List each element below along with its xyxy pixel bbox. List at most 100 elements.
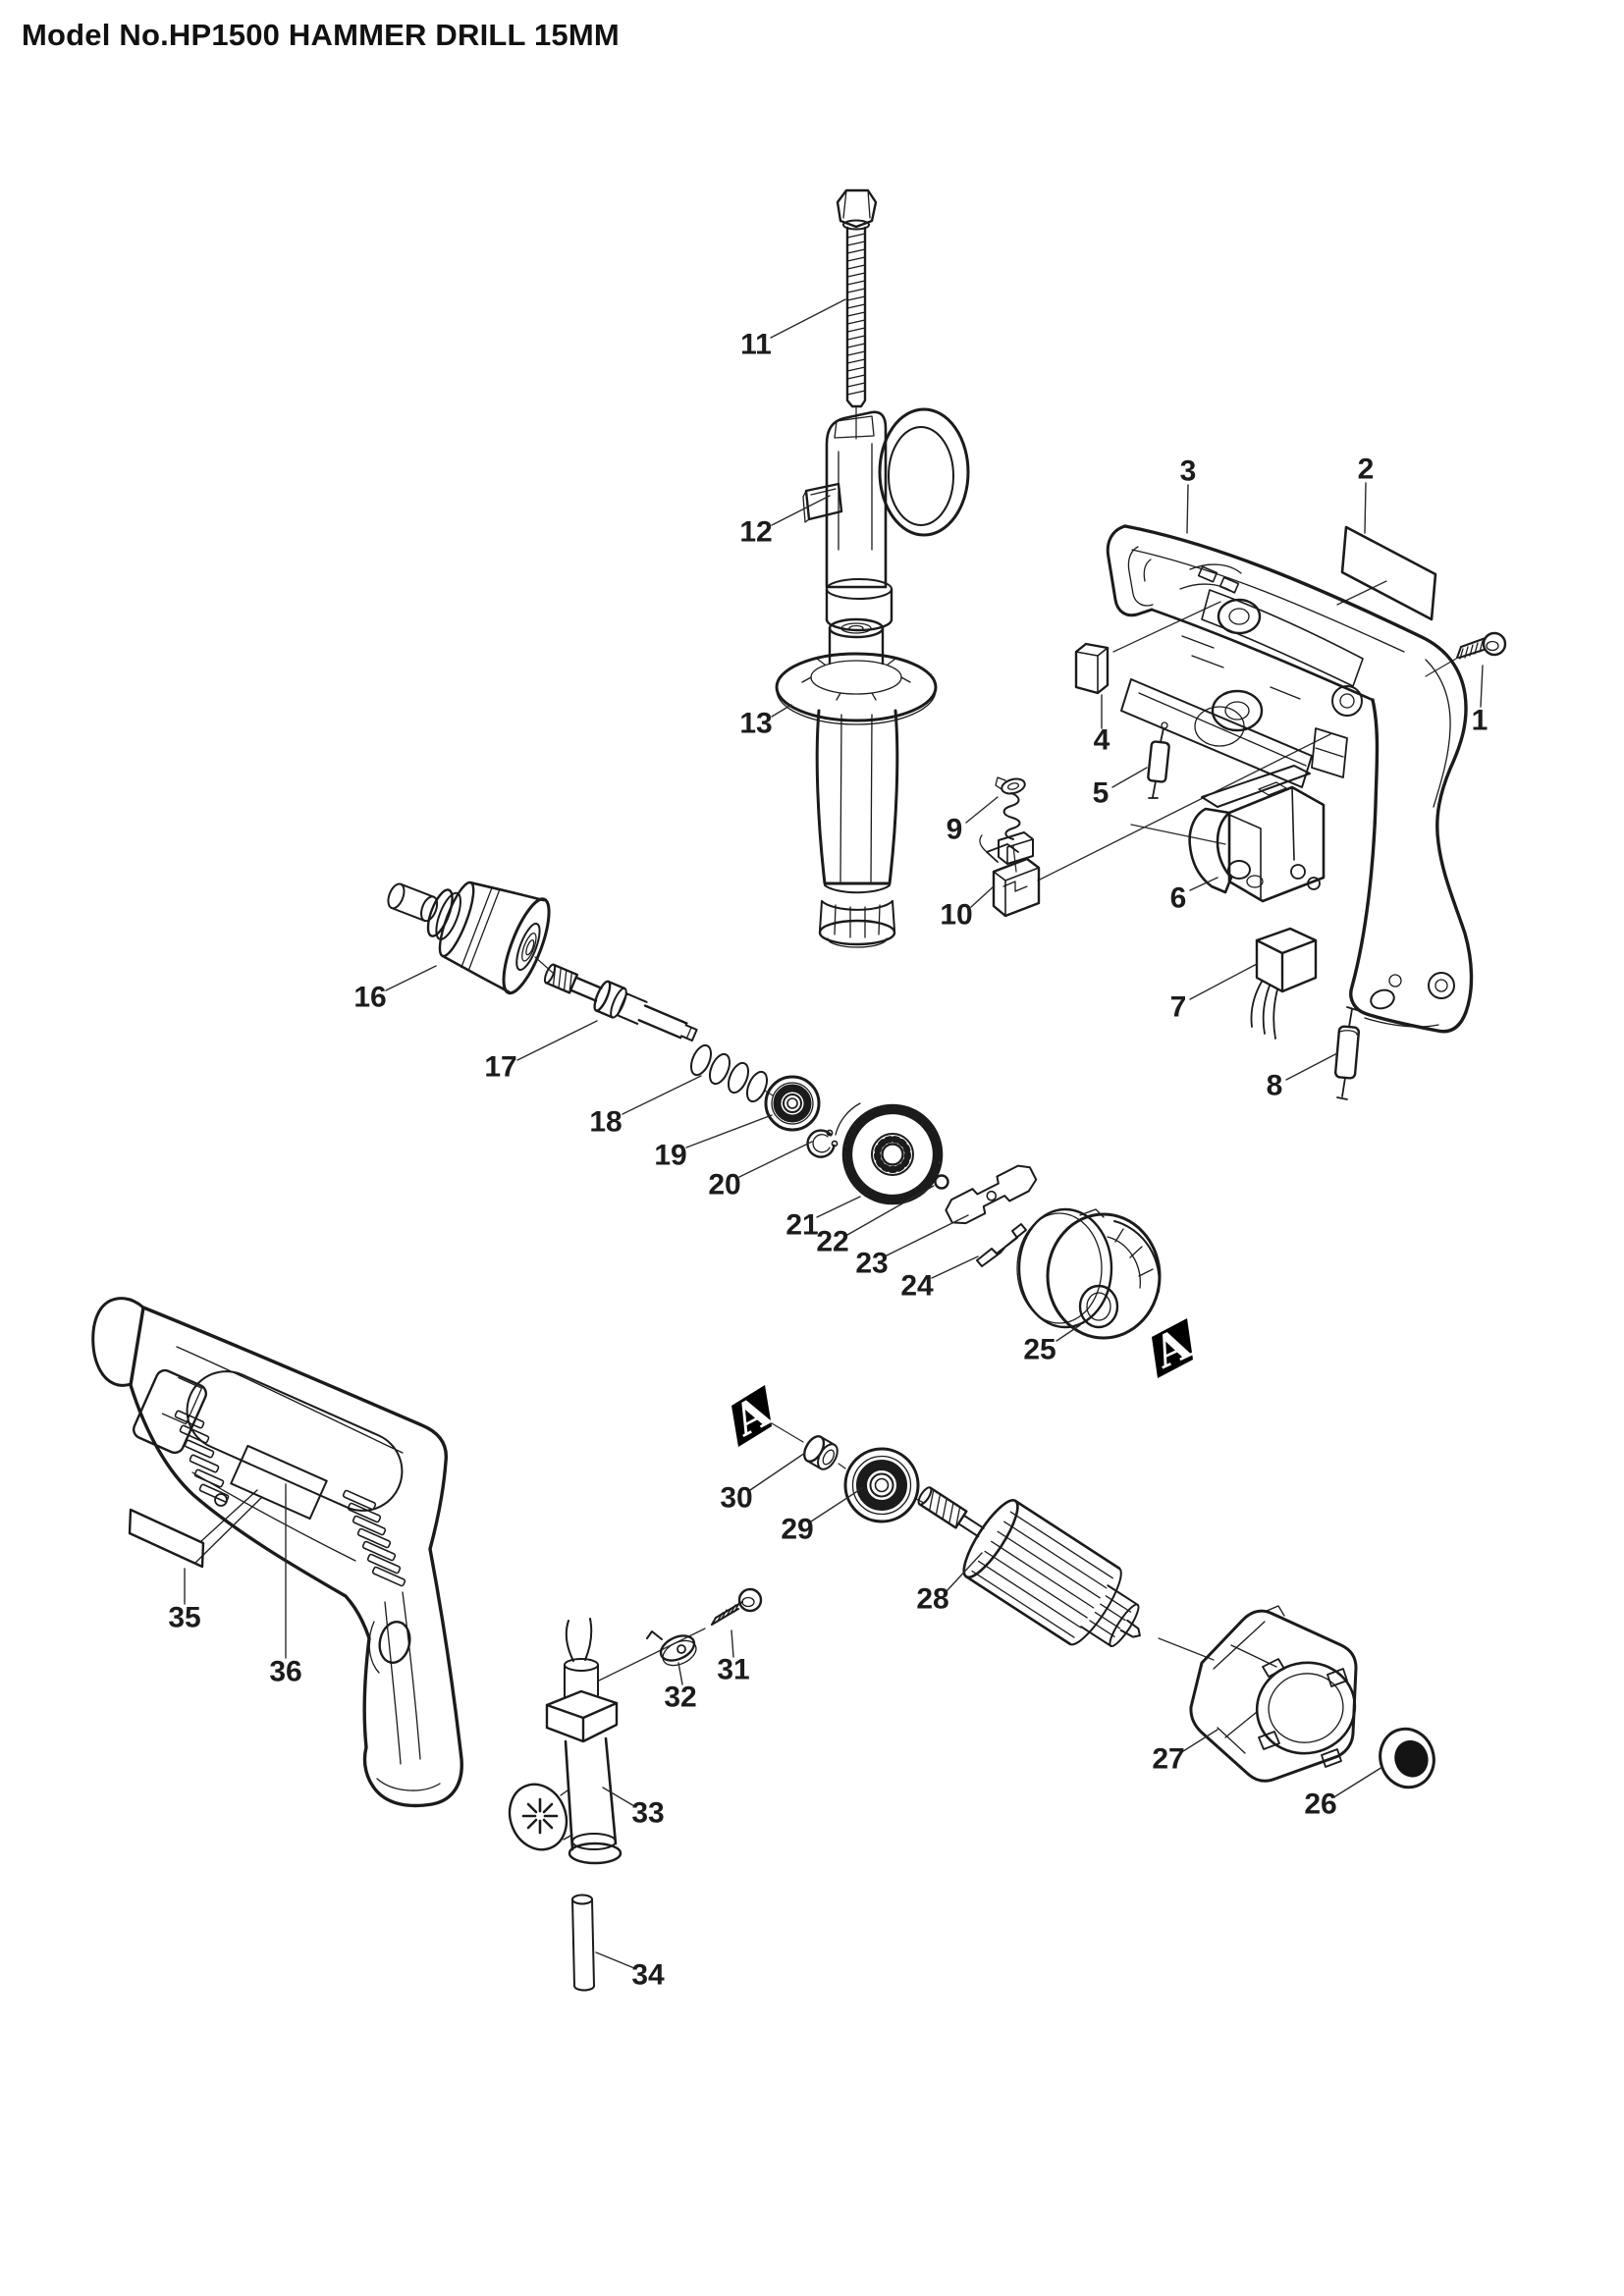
part-number-27: 27 [1152,1743,1184,1776]
leader-line-17 [516,1020,598,1061]
part-number-9: 9 [947,814,963,846]
leader-line-6 [1189,877,1218,891]
part-18-washers [689,1043,769,1103]
leader-line-19 [685,1114,773,1148]
part-7-terminal-block [1250,927,1318,1040]
part-number-35: 35 [168,1602,200,1634]
part-30-sleeve [803,1435,839,1470]
leader-line-9 [965,796,999,824]
leader-line-13 [771,704,792,718]
part-8-capacitor [1333,1006,1361,1100]
part-36-motor-housing [91,1297,463,1808]
part-19-ball-bearing [764,1075,821,1132]
part-number-23: 23 [855,1248,888,1280]
part-number-11: 11 [740,329,772,361]
part-number-26: 26 [1304,1789,1336,1821]
part-number-20: 20 [708,1169,740,1201]
leader-line-31 [731,1629,734,1658]
detail-marker-a-1: A [1146,1318,1199,1379]
part-number-8: 8 [1267,1070,1283,1102]
leader-line-28 [946,1552,983,1592]
leader-line-18 [622,1075,702,1115]
part-10-brush-holder [979,834,1041,918]
part-number-29: 29 [781,1514,813,1546]
part-number-18: 18 [589,1106,622,1139]
part-22-steel-ball [934,1174,949,1190]
leader-line-33 [602,1787,635,1807]
leader-line-8 [1285,1052,1338,1081]
leader-line-27 [1182,1729,1218,1752]
part-12-handle-holder [802,407,970,632]
part-35-label-plate [128,1508,205,1569]
part-number-13: 13 [739,708,772,740]
leader-line-21 [816,1196,861,1218]
detail-marker-a-2: A [725,1385,780,1447]
part-number-2: 2 [1358,454,1375,486]
leader-line-3 [1186,484,1189,534]
part-16-chuck [387,881,551,995]
part-number-33: 33 [631,1797,664,1830]
leader-line-5 [1111,767,1148,788]
part-number-36: 36 [269,1656,301,1688]
leader-line-26 [1334,1766,1383,1797]
part-number-30: 30 [720,1482,752,1515]
part-number-22: 22 [816,1226,848,1258]
part-20-retaining-ring [806,1129,839,1158]
part-number-4: 4 [1094,724,1110,757]
leader-line-12 [771,495,831,526]
part-number-5: 5 [1093,777,1110,810]
part-number-1: 1 [1472,705,1489,737]
part-23-shift-plate [945,1164,1038,1225]
detail-markers: AA [725,1318,1199,1447]
callout-labels: 1234567891011121316171819202122232425262… [168,298,1489,1992]
part-3-housing-half [1106,524,1474,1034]
part-9-carbon-brush [995,776,1034,865]
leader-line-20 [738,1141,813,1178]
part-number-19: 19 [654,1140,686,1172]
part-25-bearing-retainer [1016,1207,1162,1340]
part-number-25: 25 [1023,1334,1056,1366]
leader-line-7 [1189,963,1258,1000]
part-32-cord-clamp [646,1630,697,1667]
leader-line-16 [385,965,437,991]
part-5-capacitor [1147,721,1170,799]
part-number-32: 32 [664,1682,696,1714]
diagram-title: Model No.HP1500 HAMMER DRILL 15MM [22,18,620,52]
leader-line-24 [931,1255,979,1279]
part-31-screw [711,1587,763,1626]
leader-line-2 [1364,482,1367,534]
part-number-17: 17 [484,1051,516,1084]
part-number-16: 16 [353,982,386,1014]
part-number-31: 31 [717,1654,749,1686]
part-number-12: 12 [739,516,772,549]
svg-text:A: A [725,1386,780,1447]
leader-line-10 [970,885,995,908]
part-28-armature [917,1486,1141,1648]
leader-line-29 [810,1487,863,1522]
part-number-24: 24 [900,1270,934,1303]
part-number-3: 3 [1180,455,1197,488]
part-29-ball-bearing [843,1447,920,1523]
part-24-lever [976,1223,1027,1267]
part-number-21: 21 [785,1209,818,1242]
part-number-6: 6 [1170,882,1187,915]
part-27-stator [1189,1605,1358,1783]
part-21-gear [835,1102,944,1205]
part-6-switch [1188,765,1326,903]
part-2-nameplate [1340,525,1437,621]
leader-line-32 [677,1662,683,1685]
assembly-lines [534,406,1457,1682]
part-34-tube [571,1894,595,1992]
part-17-spindle [543,963,698,1042]
part-11-hex-bolt [836,188,878,408]
leader-line-22 [846,1185,935,1236]
part-26-rubber-ring [1379,1727,1435,1789]
leader-line-1 [1480,665,1484,708]
leader-line-34 [595,1951,635,1969]
part-number-7: 7 [1170,991,1187,1024]
part-13-side-grip [775,617,938,948]
leader-line-11 [770,298,846,339]
part-number-10: 10 [940,899,972,932]
leader-line-25 [1056,1324,1081,1342]
